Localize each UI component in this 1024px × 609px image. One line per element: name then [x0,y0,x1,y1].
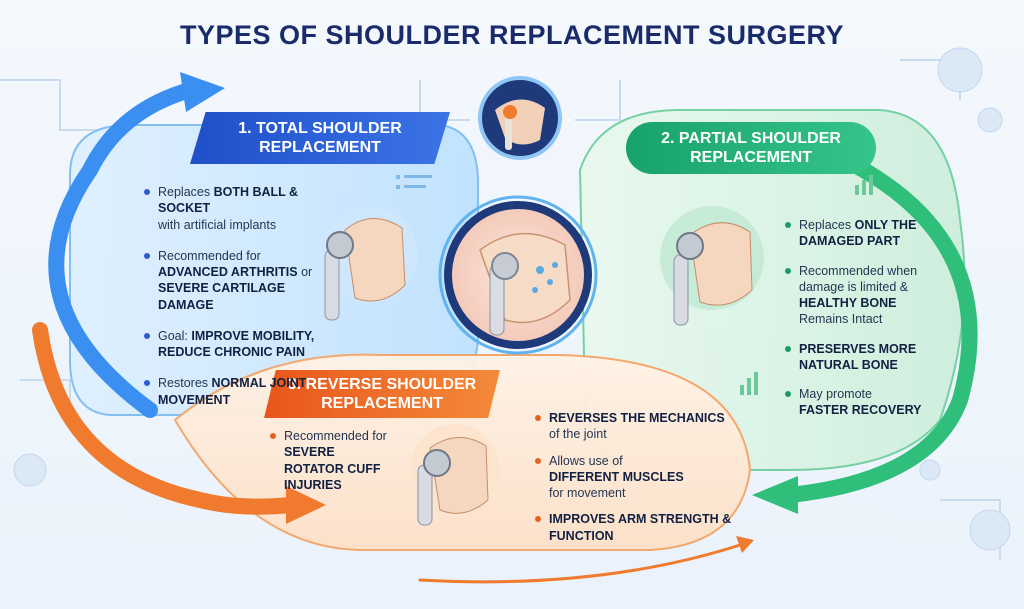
item-text: Recommended for [284,429,387,443]
item-bold: FASTER RECOVERY [799,403,922,418]
list-item: REVERSES THE MECHANICS of the joint [535,410,735,443]
list-item: May promote FASTER RECOVERY [785,386,955,419]
item-bold: IMPROVES ARM STRENGTH & FUNCTION [549,512,732,543]
reverse-replacement-list-right: REVERSES THE MECHANICS of the joint Allo… [535,410,735,554]
item-text: Goal: [158,328,192,343]
partial-replacement-banner: 2. PARTIAL SHOULDER REPLACEMENT [626,122,876,174]
total-replacement-list: Replaces BOTH BALL & SOCKET with artific… [144,184,344,423]
item-text: May promote [799,387,872,401]
cycle-arrows [32,72,978,584]
blue-arrow [48,82,198,418]
list-item: IMPROVES ARM STRENGTH & FUNCTION [535,511,735,544]
blue-arrow-head [180,72,225,112]
list-item: Replaces ONLY THE DAMAGED PART [785,217,955,250]
item-bold: SEVERE CARTILAGE DAMAGE [158,281,286,312]
list-item: Goal: IMPROVE MOBILITY, REDUCE CHRONIC P… [144,328,344,361]
item-bold: REVERSES THE MECHANICS [549,411,725,425]
partial-shoulder-implant-icon [660,206,764,326]
item-bold: DIFFERENT MUSCLES [549,469,684,484]
item-text: Allows use of [549,453,623,468]
partial-replacement-list: Replaces ONLY THE DAMAGED PART Recommend… [785,217,955,432]
shoulder-joint-icon [438,195,598,355]
total-replacement-banner: 1. TOTAL SHOULDER REPLACEMENT [190,112,450,164]
item-bold: NORMAL JOINT MOVEMENT [158,376,307,407]
item-bold: IMPROVE MOBILITY, REDUCE CHRONIC PAIN [158,328,315,359]
orange-arrow-head [286,486,326,524]
reverse-shoulder-implant-icon [411,424,499,526]
item-bold: ONLY THE DAMAGED PART [799,218,917,249]
item-bold: HEALTHY BONE [799,296,897,310]
reverse-replacement-list-left: Recommended for SEVERE ROTATOR CUFF INJU… [270,428,390,508]
item-text: for movement [549,486,626,500]
item-text: with artificial implants [158,217,277,232]
shoulder-xray-icon [478,76,562,160]
list-item: Replaces BOTH BALL & SOCKET with artific… [144,184,344,233]
banner-line: 3. REVERSE SHOULDER [287,375,477,393]
banner-line: REPLACEMENT [259,139,381,156]
banner-line: REPLACEMENT [690,149,812,166]
total-shoulder-implant-icon [322,207,418,321]
reverse-replacement-banner: 3. REVERSE SHOULDER REPLACEMENT [264,370,500,418]
banner-line: 2. PARTIAL SHOULDER [661,129,841,147]
item-text: Replaces [158,185,214,199]
item-text: Restores [158,376,212,391]
list-item: Restores NORMAL JOINT MOVEMENT [144,375,344,408]
item-bold: ADVANCED ARTHRITIS [158,265,298,279]
decor-bar-glyphs [396,175,873,395]
item-bold: PRESERVES MORE NATURAL BONE [799,341,917,372]
list-item: PRESERVES MORE NATURAL BONE [785,341,955,374]
item-bold: SEVERE ROTATOR CUFF INJURIES [284,445,381,492]
green-arrow-head [752,476,798,514]
item-bold: BOTH BALL & SOCKET [158,185,299,216]
banner-line: 1. TOTAL SHOULDER [238,119,402,137]
total-replacement-panel [69,124,480,417]
item-text: of the joint [549,427,607,442]
list-item: Recommended when damage is limited & HEA… [785,263,955,328]
item-text: Replaces [799,218,855,232]
green-arrow [782,132,978,503]
page-title: TYPES OF SHOULDER REPLACEMENT SURGERY [179,20,845,50]
list-item: Recommended for ADVANCED ARTHRITIS or SE… [144,248,344,313]
decor-cells [13,47,1011,551]
item-text: Remains Intact [799,312,883,327]
list-item: Allows use of DIFFERENT MUSCLES for move… [535,453,735,502]
item-text: or [297,265,313,279]
list-item: Recommended for SEVERE ROTATOR CUFF INJU… [270,428,390,493]
orange-thin-arrow [418,543,742,584]
orange-arrow [32,322,298,515]
banner-line: REPLACEMENT [321,395,443,412]
item-text: Recommended when damage is limited & [799,263,918,294]
item-text: Recommended for [158,248,261,263]
